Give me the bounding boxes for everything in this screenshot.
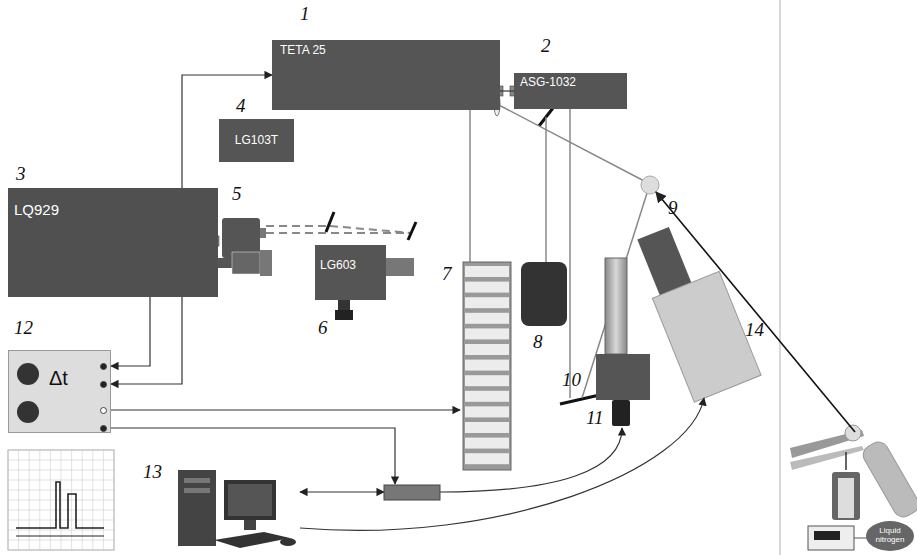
callout-number: 11 [586,408,604,427]
node-label: LG603 [320,259,356,272]
laser-box: LG103T [219,119,294,162]
callout-number: 3 [16,164,26,183]
delay-generator: Δt [8,350,111,433]
generator-box: ASG-1032 [514,73,627,109]
signal-wire [111,297,182,384]
callout-number: 14 [745,320,764,339]
terminal [100,425,107,432]
callout-number: 13 [143,462,162,481]
callout-number: 4 [236,96,246,115]
nitrogen-dewar: Liquid nitrogen [866,521,914,551]
signal-wire [500,90,514,91]
callout-number: 1 [300,4,310,23]
callout-number: 12 [14,318,33,337]
callout-number: 8 [533,332,543,351]
spectrograph [463,262,511,470]
amplifier-box: TETA 25 [272,40,500,110]
knob [17,363,39,385]
computer [178,470,296,548]
terminal [100,407,107,414]
node-label: Liquid nitrogen [876,527,905,545]
terminal [100,381,107,388]
callout-number: 7 [442,264,452,283]
signal-wire [111,297,150,366]
cryostat-inset [790,425,917,550]
node-label: ASG-1032 [520,76,576,89]
node-label: TETA 25 [280,44,326,57]
callout-number: 9 [668,198,678,217]
callout-number: 2 [541,36,551,55]
laser-box: LG603 [315,245,386,300]
callout-number: 10 [562,370,581,389]
callout-number: 6 [318,318,328,337]
node-label: LQ929 [14,202,59,219]
timing-plot [8,450,114,550]
knob [17,401,39,423]
terminal [100,363,107,370]
node-label: LG103T [235,134,278,147]
laser-box: LQ929 [8,188,218,297]
harmonic-unit [218,218,272,276]
node-label: Δt [49,367,68,389]
callout-number: 5 [232,184,242,203]
